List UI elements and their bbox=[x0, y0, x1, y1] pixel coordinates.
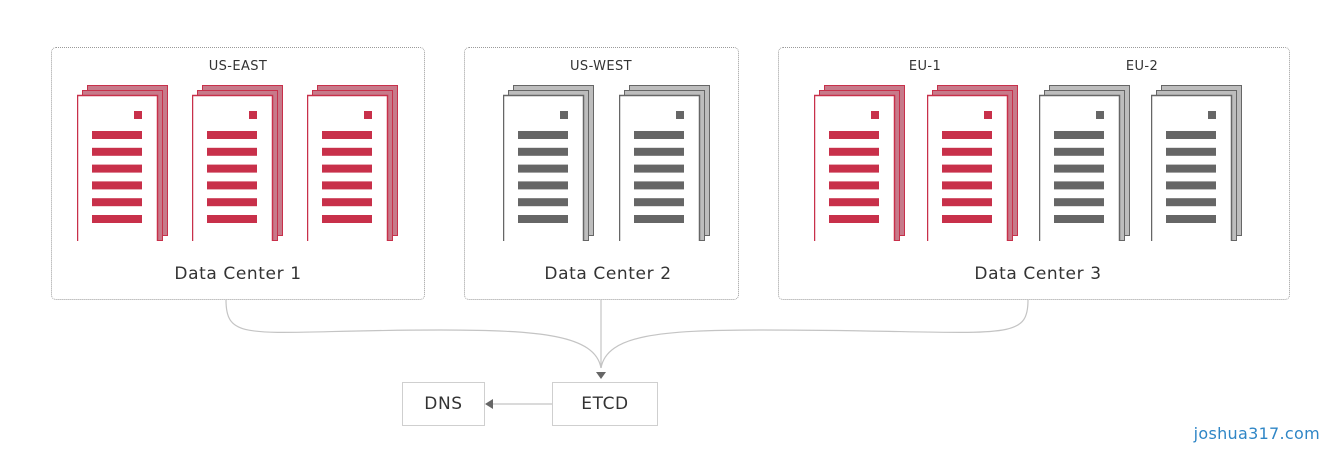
region-label-us-east: US-EAST bbox=[208, 59, 268, 74]
watermark-text: joshua317.com bbox=[1193, 424, 1320, 443]
server-status-light bbox=[364, 111, 372, 119]
server-stack-active bbox=[813, 85, 910, 250]
server-status-light bbox=[134, 111, 142, 119]
server-drive-bar bbox=[634, 147, 684, 156]
server-drive-bar bbox=[518, 181, 568, 190]
server-drive-bar bbox=[1166, 198, 1216, 207]
server-icon bbox=[1150, 85, 1242, 250]
server-stack-inactive bbox=[502, 85, 599, 250]
server-drive-bar bbox=[942, 131, 992, 139]
server-drive-bar bbox=[942, 147, 992, 156]
server-icon bbox=[926, 85, 1018, 250]
server-drive-bar bbox=[634, 215, 684, 223]
server-stack-inactive bbox=[1150, 85, 1247, 250]
server-status-light bbox=[984, 111, 992, 119]
server-stack-active bbox=[191, 85, 288, 250]
arrow-head-etcd bbox=[596, 372, 606, 379]
server-drive-bar bbox=[942, 181, 992, 190]
server-drive-bar bbox=[829, 215, 879, 223]
server-drive-bar bbox=[829, 131, 879, 139]
server-drive-bar bbox=[634, 198, 684, 207]
server-stack-active bbox=[76, 85, 173, 250]
server-drive-bar bbox=[92, 198, 142, 207]
server-drive-bar bbox=[1166, 215, 1216, 223]
server-drive-bar bbox=[1166, 164, 1216, 173]
server-icon bbox=[618, 85, 710, 250]
server-drive-bar bbox=[1054, 198, 1104, 207]
server-stack-active bbox=[926, 85, 1023, 250]
server-drive-bar bbox=[942, 215, 992, 223]
server-drive-bar bbox=[1054, 181, 1104, 190]
connector-dc3-to-etcd bbox=[600, 299, 1029, 369]
server-icon bbox=[191, 85, 283, 250]
region-label-us-west: US-WEST bbox=[570, 59, 632, 74]
region-label-eu-2: EU-2 bbox=[1125, 59, 1159, 74]
server-drive-bar bbox=[1166, 131, 1216, 139]
region-label-eu-1: EU-1 bbox=[908, 59, 942, 74]
server-drive-bar bbox=[1166, 147, 1216, 156]
server-drive-bar bbox=[829, 164, 879, 173]
data-center-1-label: Data Center 1 bbox=[174, 264, 302, 284]
etcd-node: ETCD bbox=[552, 382, 658, 426]
server-drive-bar bbox=[322, 198, 372, 207]
server-drive-bar bbox=[322, 181, 372, 190]
data-center-3-label: Data Center 3 bbox=[974, 264, 1102, 284]
server-drive-bar bbox=[942, 164, 992, 173]
data-center-2-label: Data Center 2 bbox=[544, 264, 672, 284]
server-drive-bar bbox=[207, 147, 257, 156]
server-drive-bar bbox=[634, 164, 684, 173]
server-drive-bar bbox=[92, 164, 142, 173]
server-drive-bar bbox=[1054, 147, 1104, 156]
data-center-2 bbox=[464, 47, 739, 300]
server-drive-bar bbox=[207, 181, 257, 190]
server-stack-inactive bbox=[618, 85, 715, 250]
server-drive-bar bbox=[207, 215, 257, 223]
server-drive-bar bbox=[829, 181, 879, 190]
dns-node: DNS bbox=[402, 382, 485, 426]
server-drive-bar bbox=[322, 131, 372, 139]
server-icon bbox=[1038, 85, 1130, 250]
server-drive-bar bbox=[518, 215, 568, 223]
server-status-light bbox=[1208, 111, 1216, 119]
data-center-3 bbox=[778, 47, 1290, 300]
server-status-light bbox=[676, 111, 684, 119]
server-icon bbox=[306, 85, 398, 250]
server-drive-bar bbox=[322, 147, 372, 156]
data-center-1 bbox=[51, 47, 425, 300]
server-drive-bar bbox=[829, 198, 879, 207]
server-stack-inactive bbox=[1038, 85, 1135, 250]
server-drive-bar bbox=[207, 164, 257, 173]
server-status-light bbox=[249, 111, 257, 119]
server-drive-bar bbox=[518, 164, 568, 173]
server-drive-bar bbox=[322, 215, 372, 223]
server-drive-bar bbox=[92, 147, 142, 156]
connector-dc1-to-etcd bbox=[225, 299, 602, 369]
server-drive-bar bbox=[634, 131, 684, 139]
server-drive-bar bbox=[207, 131, 257, 139]
server-drive-bar bbox=[942, 198, 992, 207]
server-drive-bar bbox=[1166, 181, 1216, 190]
server-status-light bbox=[871, 111, 879, 119]
server-drive-bar bbox=[207, 198, 257, 207]
server-drive-bar bbox=[92, 181, 142, 190]
server-status-light bbox=[560, 111, 568, 119]
server-stack-active bbox=[306, 85, 403, 250]
server-drive-bar bbox=[1054, 131, 1104, 139]
server-drive-bar bbox=[518, 198, 568, 207]
server-drive-bar bbox=[92, 215, 142, 223]
server-drive-bar bbox=[322, 164, 372, 173]
server-drive-bar bbox=[1054, 164, 1104, 173]
server-drive-bar bbox=[92, 131, 142, 139]
server-status-light bbox=[1096, 111, 1104, 119]
server-drive-bar bbox=[829, 147, 879, 156]
server-drive-bar bbox=[634, 181, 684, 190]
server-icon bbox=[502, 85, 594, 250]
arrow-head-dns bbox=[485, 399, 493, 409]
server-drive-bar bbox=[518, 131, 568, 139]
server-icon bbox=[813, 85, 905, 250]
server-drive-bar bbox=[518, 147, 568, 156]
server-drive-bar bbox=[1054, 215, 1104, 223]
server-icon bbox=[76, 85, 168, 250]
